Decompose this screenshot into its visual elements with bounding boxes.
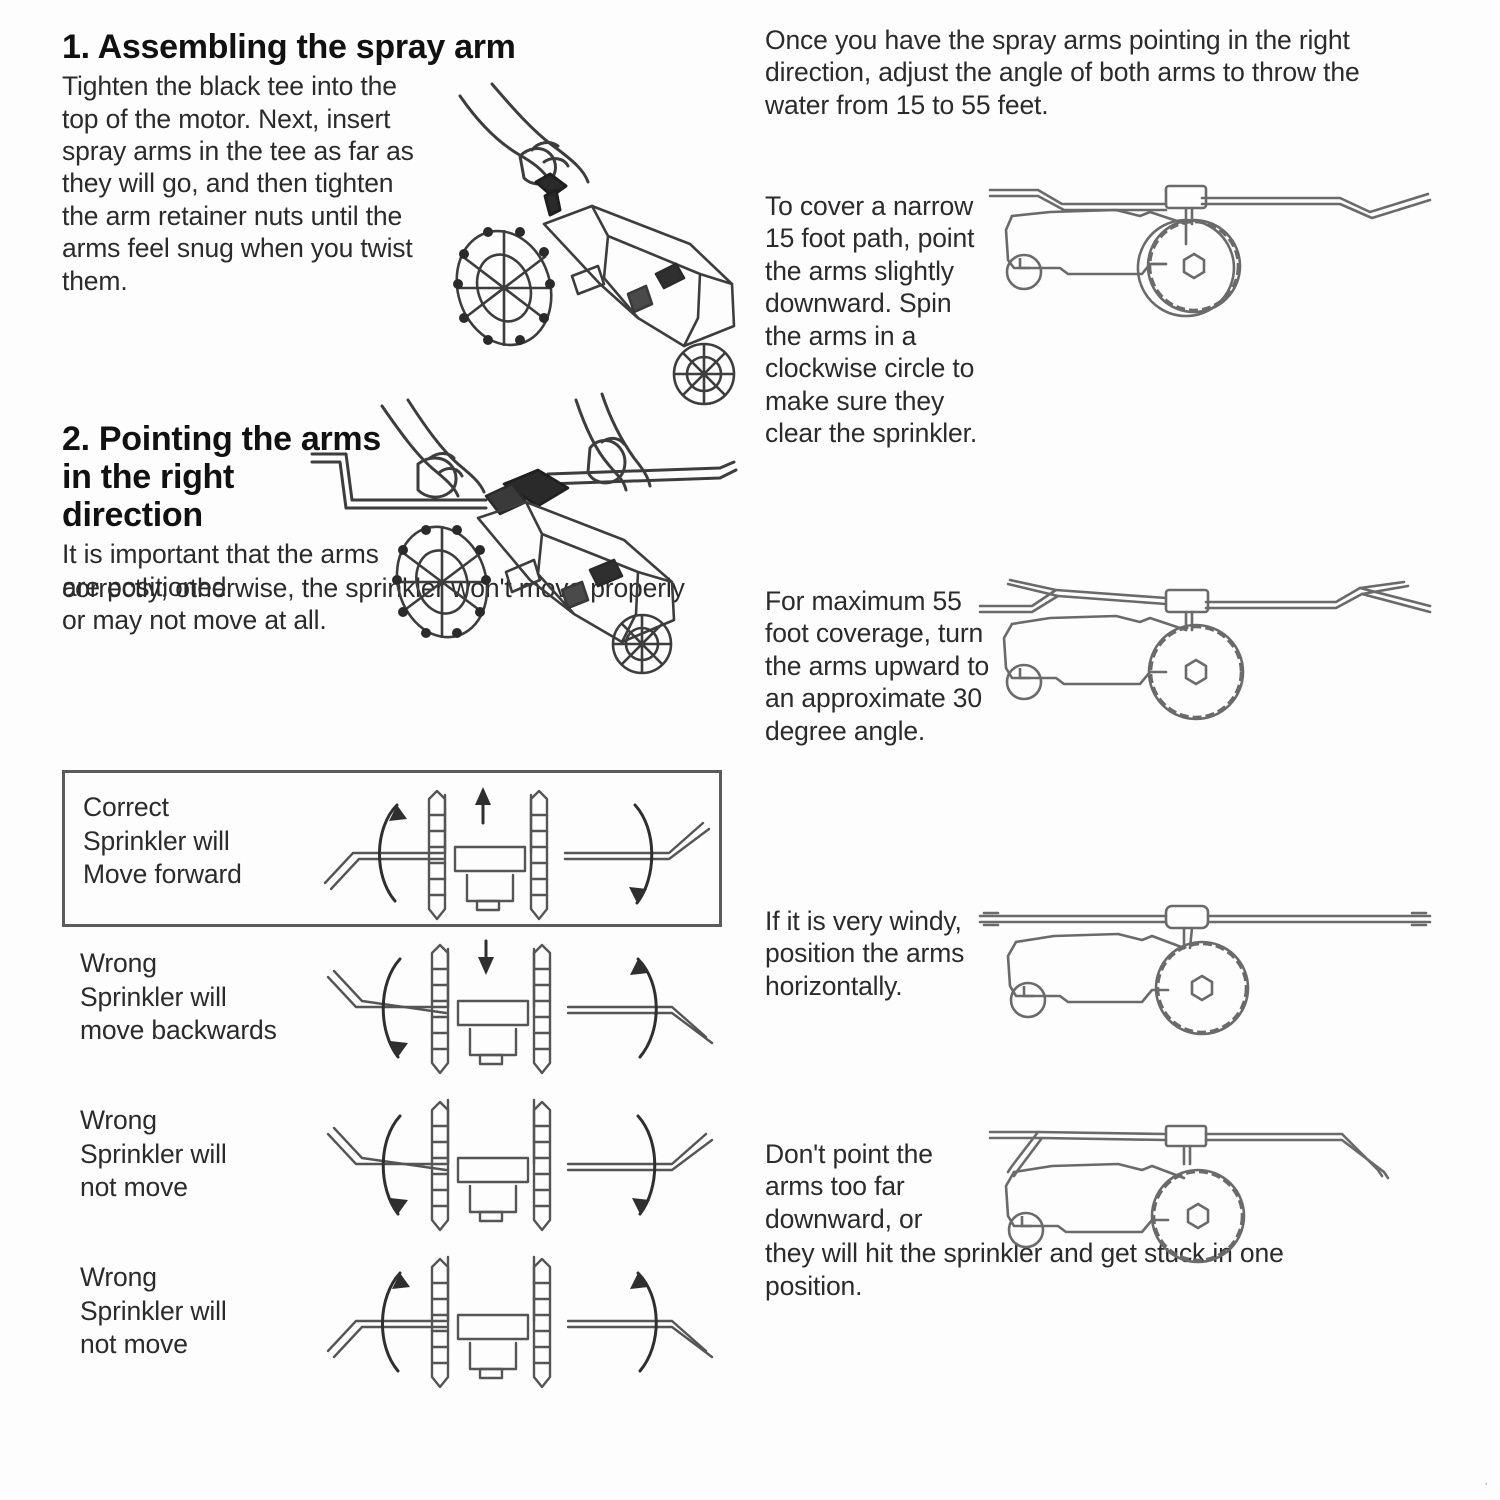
comparison-status: Correct xyxy=(83,792,169,822)
section-2-heading: 2. Pointing the arms in the right direct… xyxy=(62,420,381,535)
sprinkler-side-view-arms-horizontal xyxy=(978,888,1432,1048)
right-block-55-foot: For maximum 55 foot coverage, turn the a… xyxy=(765,585,990,747)
page-corner-mark: · xyxy=(1484,1478,1488,1490)
right-block-text: If it is very windy, position the arms h… xyxy=(765,906,965,1001)
right-block-text-wide: they will hit the sprinkler and get stuc… xyxy=(765,1238,1284,1301)
right-block-too-far-down: Don't point the arms too far downward, o… xyxy=(765,1138,1365,1302)
sprinkler-top-view-diagram xyxy=(320,1247,720,1395)
hand-tightening-tee-illustration xyxy=(432,78,772,418)
comparison-status: Wrong xyxy=(80,948,157,978)
right-block-text-narrow: Don't point the arms too far downward, o… xyxy=(765,1139,933,1234)
right-block-text: To cover a narrow 15 foot path, point th… xyxy=(765,191,978,449)
comparison-line3: not move xyxy=(80,1172,188,1203)
right-intro-text: Once you have the spray arms pointing in… xyxy=(765,25,1360,120)
comparison-status: Wrong xyxy=(80,1105,157,1135)
comparison-line2: Sprinkler will xyxy=(83,825,230,856)
section-1-body: Tighten the black tee into the top of th… xyxy=(62,71,414,296)
right-block-windy: If it is very windy, position the arms h… xyxy=(765,905,990,1002)
comparison-row-not-move-b: Wrong Sprinkler will not move xyxy=(62,1241,722,1398)
comparison-line2: Sprinkler will xyxy=(80,981,227,1012)
comparison-line3: move backwards xyxy=(80,1015,277,1046)
section-1-heading: 1. Assembling the spray arm xyxy=(62,28,516,66)
section-1-assembling: 1. Assembling the spray arm Tighten the … xyxy=(62,28,516,297)
sprinkler-side-view-arms-slightly-down xyxy=(988,168,1432,323)
right-block-text: For maximum 55 foot coverage, turn the a… xyxy=(765,586,990,746)
comparison-status: Wrong xyxy=(80,1262,157,1292)
sprinkler-side-view-arms-too-far-down xyxy=(988,1122,1430,1277)
section-2-body-narrow: It is important that the arms are positi… xyxy=(62,539,379,602)
sprinkler-top-view-diagram xyxy=(320,1090,720,1238)
section-2-pointing: 2. Pointing the arms in the right direct… xyxy=(62,420,382,603)
comparison-line2: Sprinkler will xyxy=(80,1295,227,1326)
right-block-15-foot: To cover a narrow 15 foot path, point th… xyxy=(765,190,990,450)
comparison-row-not-move-a: Wrong Sprinkler will not move xyxy=(62,1084,722,1241)
comparison-label: Wrong Sprinkler will not move xyxy=(80,1261,227,1362)
sprinkler-top-view-diagram xyxy=(320,933,720,1081)
right-intro-paragraph: Once you have the spray arms pointing in… xyxy=(765,24,1405,121)
comparison-row-backwards: Wrong Sprinkler will move backwards xyxy=(62,927,722,1084)
comparison-label: Wrong Sprinkler will move backwards xyxy=(80,947,277,1048)
comparison-line3: not move xyxy=(80,1329,188,1360)
comparison-row-correct: Correct Sprinkler will Move forward xyxy=(62,770,722,927)
comparison-label: Wrong Sprinkler will not move xyxy=(80,1104,227,1205)
arm-direction-comparison-list: Correct Sprinkler will Move forward xyxy=(62,770,722,1398)
sprinkler-side-view-arms-up-30-degrees xyxy=(978,568,1432,728)
comparison-label: Correct Sprinkler will Move forward xyxy=(83,791,242,892)
comparison-line3: Move forward xyxy=(83,859,242,890)
two-hands-adjusting-arms-illustration xyxy=(290,392,760,675)
sprinkler-top-view-diagram xyxy=(317,779,717,927)
comparison-line2: Sprinkler will xyxy=(80,1138,227,1169)
